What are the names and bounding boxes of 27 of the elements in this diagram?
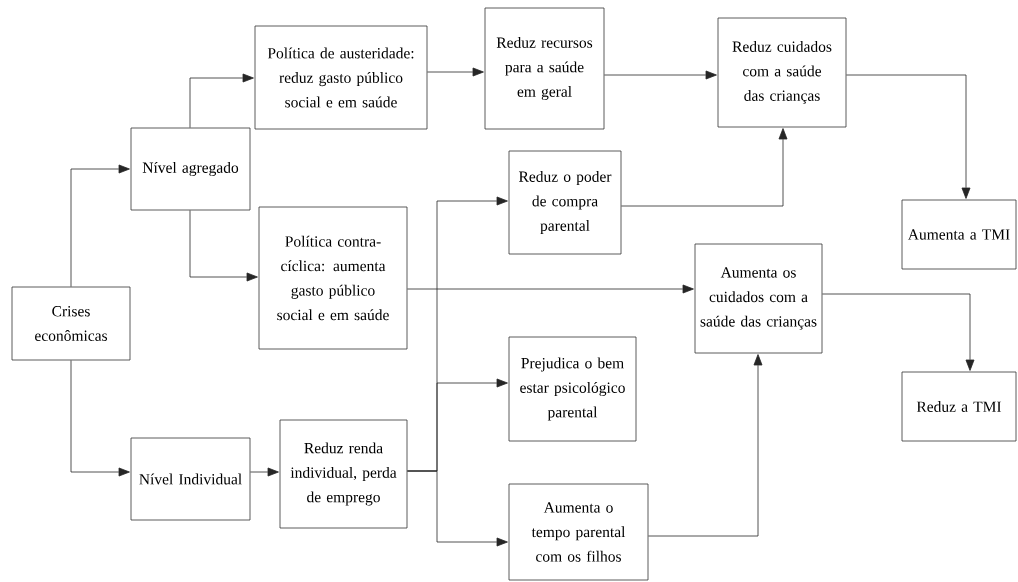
arrow <box>427 67 484 77</box>
process-box: Nível Individual <box>130 437 251 521</box>
process-box: Política contra-cíclica: aumenta gasto público social e em saúde <box>258 206 408 350</box>
process-box: Prejudica o bem estar psicológico parental <box>508 336 637 442</box>
arrow <box>846 74 971 199</box>
arrow <box>407 470 508 547</box>
arrow <box>189 73 254 128</box>
process-box: Reduz recursos para a saúde em geral <box>484 7 605 130</box>
arrow <box>189 210 258 282</box>
arrow <box>604 70 717 80</box>
arrow <box>70 164 130 287</box>
process-box: Reduz a TMI <box>901 371 1017 442</box>
process-box: Aumenta o tempo parental com os filhos <box>508 483 649 581</box>
arrow <box>407 284 694 294</box>
process-box: Crises econômicas <box>11 286 131 361</box>
process-box: Política de austeridade: reduz gasto público social e em saúde <box>254 25 428 130</box>
arrow <box>648 354 763 537</box>
arrow <box>822 293 975 371</box>
arrow <box>250 467 279 477</box>
process-box: Reduz cuidados com a saúde das crianças <box>717 17 847 128</box>
arrow <box>70 360 130 477</box>
process-box: Reduz renda individual, perda de emprego <box>279 419 408 529</box>
process-box: Nível agregado <box>130 127 251 211</box>
process-box: Reduz o poder de compra parental <box>508 150 622 255</box>
process-box: Aumenta a TMI <box>901 199 1017 270</box>
process-box: Aumenta os cuidados com a saúde das crianças <box>694 243 823 354</box>
arrow <box>621 128 788 207</box>
